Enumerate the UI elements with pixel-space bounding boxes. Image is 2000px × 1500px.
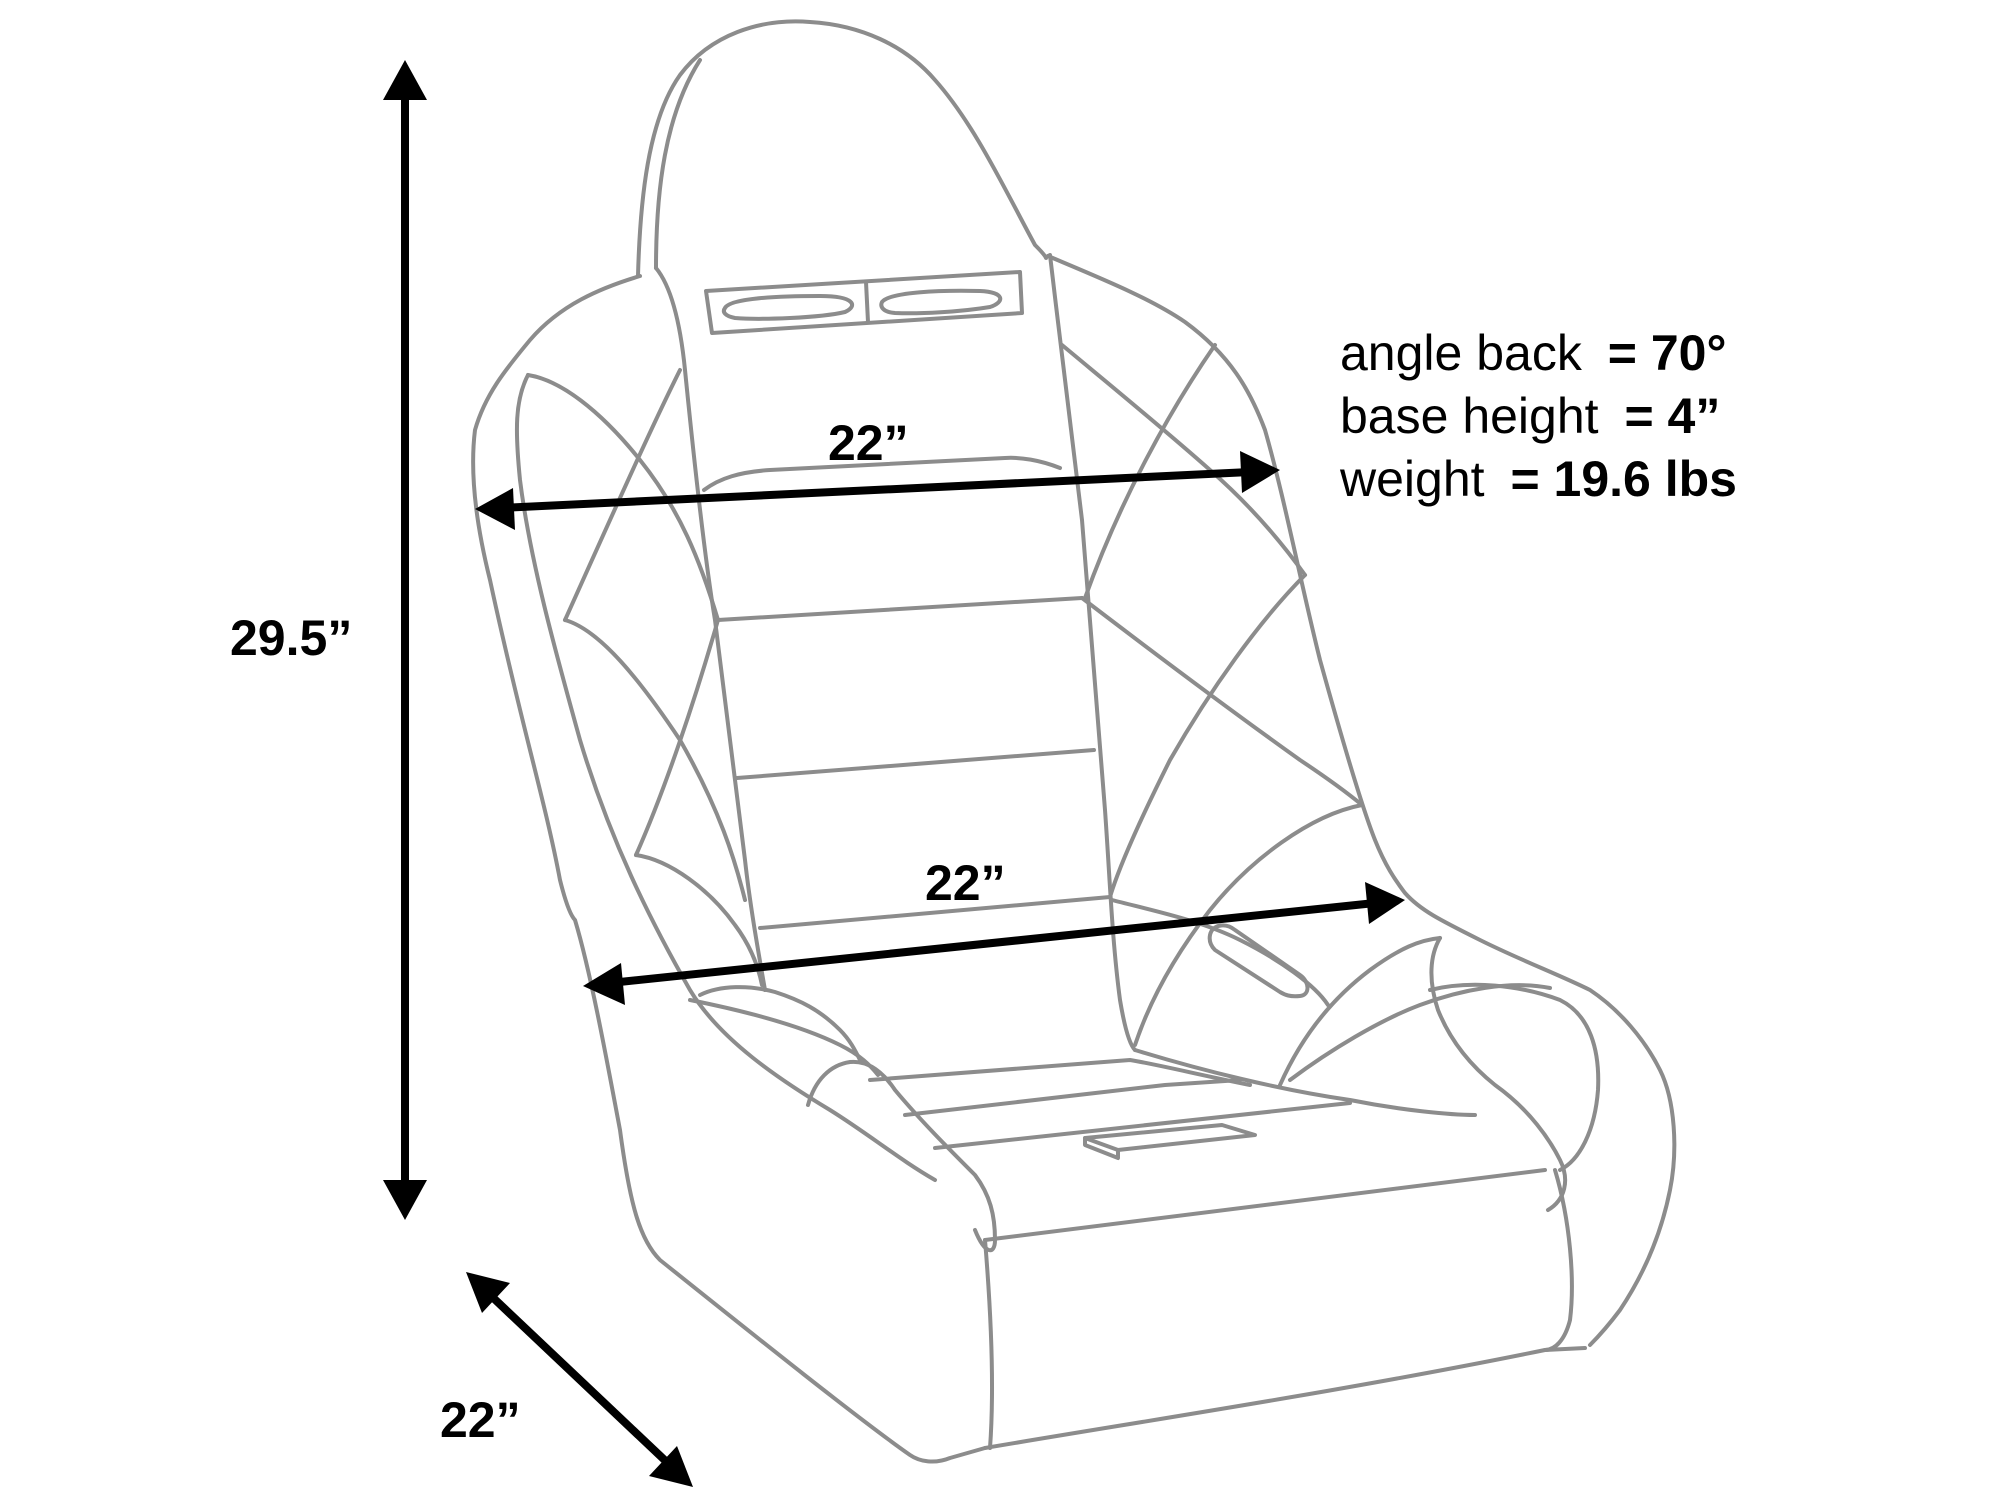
backrest-seam-3 xyxy=(758,895,1112,930)
spec-angle-back-label: angle back xyxy=(1340,325,1583,381)
left-diamond-2 xyxy=(563,368,682,622)
left-bolster-outer xyxy=(471,274,987,1464)
left-front-edge xyxy=(983,1238,995,1450)
spec-weight-value: = 19.6 lbs xyxy=(1510,451,1737,507)
seat-seam-middle xyxy=(903,1078,1242,1117)
left-knee-front xyxy=(806,1059,997,1253)
lap-belt-slot-outer xyxy=(1110,898,1330,1007)
seat-width-arrow-left xyxy=(583,963,625,1005)
seat-width-arrow-line xyxy=(609,899,1376,987)
harness-slot-left xyxy=(721,294,855,321)
left-bolster-inner xyxy=(514,373,937,1182)
seat-width-label: 22” xyxy=(925,855,1006,911)
seat-width-arrow-right xyxy=(1365,882,1405,924)
specs-block: angle back = 70° base height = 4” weight… xyxy=(1339,325,1737,507)
right-bolster-inner xyxy=(1060,343,1307,577)
base-bottom-edge xyxy=(983,1346,1587,1450)
height-dimension xyxy=(383,60,427,1220)
right-diamond-4 xyxy=(1133,803,1364,1047)
backrest-left-edge xyxy=(654,266,767,992)
buckle-plate-edge xyxy=(1083,1136,1120,1160)
headrest-outline xyxy=(636,19,1048,278)
height-arrow-bottom xyxy=(383,1180,427,1220)
right-knee-inner xyxy=(1288,983,1552,1082)
depth-dimension xyxy=(466,1272,693,1487)
spec-angle-back-value: = 70° xyxy=(1608,325,1727,381)
spec-base-height-label: base height xyxy=(1340,388,1599,444)
depth-arrow-top xyxy=(466,1272,510,1313)
buckle-plate xyxy=(1083,1123,1257,1152)
spec-angle-back: angle back = 70° xyxy=(1340,325,1726,381)
spec-base-height: base height = 4” xyxy=(1340,388,1720,444)
back-width-arrow-left xyxy=(475,488,515,530)
back-width-dimension xyxy=(475,451,1280,530)
depth-arrow-line xyxy=(484,1289,675,1470)
seat-front-edge xyxy=(983,1168,1547,1242)
seat-seam-front xyxy=(933,1101,1352,1150)
seat-outline xyxy=(471,19,1677,1464)
lap-belt-slot xyxy=(1207,923,1310,999)
right-diamond-3 xyxy=(1108,573,1307,899)
backrest-top-pad xyxy=(702,455,1062,492)
right-knee-bolster xyxy=(1278,936,1442,1087)
right-diamond-1 xyxy=(1083,343,1217,600)
right-knee-side xyxy=(1428,982,1601,1172)
left-diamond-1 xyxy=(526,373,720,622)
left-knee-bolster xyxy=(698,985,862,1062)
spec-base-height-value: = 4” xyxy=(1624,388,1720,444)
seat-right-curve xyxy=(1133,1048,1477,1117)
height-label: 29.5” xyxy=(230,610,352,666)
backrest-seam-1 xyxy=(716,596,1084,622)
back-width-arrow-line xyxy=(499,468,1251,512)
spec-weight: weight = 19.6 lbs xyxy=(1339,451,1737,507)
back-width-label: 22” xyxy=(828,415,909,471)
backrest-right-edge xyxy=(1048,253,1137,1052)
height-arrow-top xyxy=(383,60,427,100)
right-bolster-outer xyxy=(1046,254,1677,1347)
headrest-inner-edge xyxy=(654,58,702,270)
spec-weight-label: weight xyxy=(1339,451,1485,507)
depth-arrow-bottom xyxy=(649,1446,693,1487)
right-front-edge xyxy=(1543,1168,1574,1352)
backrest-seam-2 xyxy=(735,748,1096,780)
harness-slot-divider xyxy=(864,280,870,324)
right-diamond-2 xyxy=(1080,596,1364,807)
seat-width-dimension xyxy=(583,882,1405,1005)
harness-slot-right xyxy=(879,288,1003,316)
back-width-arrow-right xyxy=(1240,451,1280,493)
harness-slot-panel xyxy=(704,270,1024,335)
left-diamond-4 xyxy=(634,618,720,857)
depth-label: 22” xyxy=(440,1392,521,1448)
